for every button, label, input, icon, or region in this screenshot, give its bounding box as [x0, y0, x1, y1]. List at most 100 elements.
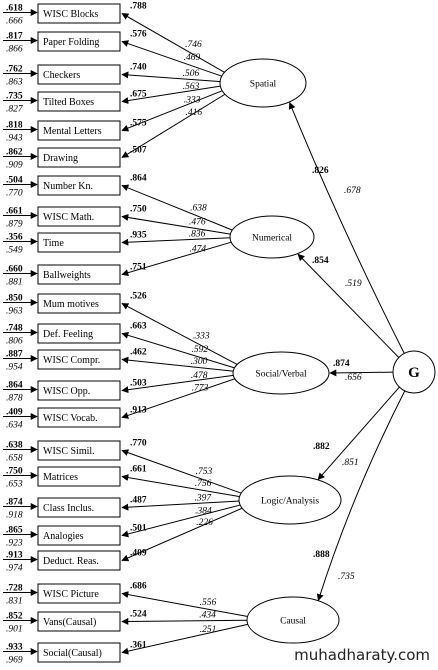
factor-label: Logic/Analysis	[261, 497, 319, 507]
error-variance-top: .887	[6, 350, 23, 360]
indicator-box	[37, 264, 121, 285]
g-loading-value: .826	[312, 166, 329, 176]
loading-value: .788	[130, 2, 147, 12]
g-path-value: .735	[338, 572, 355, 582]
error-variance-bottom: .827	[6, 105, 24, 115]
loading-arrow	[121, 40, 223, 77]
loading-value: .740	[130, 63, 147, 73]
indicator-label: Paper Folding	[43, 37, 99, 48]
loading-arrow	[121, 356, 235, 372]
error-variance-top: .750	[6, 467, 23, 477]
indicator-label: WISC Vocab.	[43, 413, 98, 424]
indicator-label: Time	[43, 238, 64, 249]
error-variance-top: .618	[6, 4, 23, 14]
error-variance-top: .762	[6, 65, 23, 75]
indicator-label: Deduct. Reas.	[43, 556, 99, 567]
loading-arrow	[121, 85, 222, 104]
error-variance-bottom: .901	[6, 625, 23, 635]
loading-value: .663	[130, 322, 147, 332]
error-variance-bottom: .974	[6, 564, 23, 574]
indicator-label: Mental Letters	[43, 126, 102, 137]
loading-value: .661	[130, 465, 147, 475]
indicator-label: Analogies	[43, 531, 84, 542]
error-variance-bottom: .943	[6, 134, 23, 144]
error-variance-top: .852	[6, 612, 23, 622]
error-variance-bottom: .770	[6, 189, 23, 199]
path-value: .592	[191, 345, 208, 355]
indicator-box	[37, 611, 121, 632]
indicator-box	[37, 3, 121, 24]
loading-arrow	[121, 374, 235, 394]
loading-value: .935	[130, 231, 147, 241]
error-variance-bottom: .954	[6, 363, 23, 373]
error-variance-top: .504	[6, 176, 23, 186]
loading-value: .686	[130, 582, 147, 592]
error-variance-top: .409	[6, 408, 23, 418]
path-value: .333	[184, 96, 201, 106]
path-value: .773	[192, 383, 209, 393]
g-path-value: .678	[344, 186, 361, 196]
indicator-box	[37, 349, 121, 370]
path-value: .836	[189, 230, 206, 240]
indicator-box	[37, 642, 121, 663]
indicator-label: Class Inclus.	[43, 503, 94, 514]
path-value: .753	[196, 467, 213, 477]
indicator-label: WISC Blocks	[43, 9, 98, 20]
g-loading-arrow-social	[329, 369, 394, 377]
g-path-value: .519	[345, 279, 362, 289]
g-loading-arrow-spatial	[288, 102, 405, 354]
loading-arrow	[121, 507, 244, 562]
indicator-box	[37, 583, 121, 604]
error-variance-top: .818	[6, 121, 23, 131]
factor-numerical-ellipse	[229, 215, 315, 259]
indicator-label: Drawing	[43, 153, 78, 164]
error-variance-top: .865	[6, 526, 23, 536]
error-variance-top: .748	[6, 324, 23, 334]
g-loading-value: .854	[312, 256, 329, 266]
indicator-label: Number Kn.	[43, 181, 93, 192]
path-value: .397	[194, 493, 212, 503]
g-loading-arrow-numerical	[297, 253, 400, 358]
indicator-label: WISC Compr.	[43, 355, 100, 366]
loading-value: .361	[130, 641, 147, 651]
loading-value: .576	[130, 30, 147, 40]
error-variance-bottom: .653	[6, 480, 23, 490]
error-variance-bottom: .866	[6, 45, 23, 55]
error-variance-top: .817	[6, 32, 23, 42]
path-value: .563	[183, 82, 200, 92]
loading-value: .864	[130, 174, 147, 184]
factor-label: Social/Verbal	[255, 370, 307, 380]
path-value: .756	[195, 479, 212, 489]
error-variance-bottom: .879	[6, 220, 23, 230]
indicator-label: WISC Simil.	[43, 446, 95, 457]
loading-value: .751	[130, 263, 147, 273]
g-loading-value: .882	[313, 442, 330, 452]
error-variance-bottom: .969	[6, 656, 23, 666]
factor-causal-ellipse	[246, 596, 340, 644]
error-variance-bottom: .634	[6, 421, 23, 431]
indicator-box	[37, 31, 121, 52]
general-factor-node	[392, 350, 436, 394]
error-variance-bottom: .831	[6, 597, 23, 607]
error-variance-bottom: .658	[6, 454, 23, 464]
path-value: .506	[183, 69, 200, 79]
loading-arrow	[121, 237, 231, 246]
path-value: .638	[190, 203, 207, 213]
indicator-box	[37, 206, 121, 227]
error-variance-top: .356	[6, 233, 23, 243]
loading-value: .526	[130, 292, 147, 302]
g-loading-value: .888	[313, 550, 330, 560]
error-variance-top: .933	[6, 643, 23, 653]
error-variance-top: .660	[6, 265, 23, 275]
loading-arrow	[121, 617, 248, 625]
indicator-label: Mum motives	[43, 299, 99, 310]
error-variance-top: .862	[6, 148, 23, 158]
error-variance-top: .864	[6, 381, 23, 391]
path-value: .226	[196, 518, 213, 528]
error-variance-bottom: .666	[6, 17, 23, 27]
indicator-box	[37, 497, 121, 518]
g-loading-arrow-logic	[317, 386, 400, 481]
indicator-label: Vans(Causal)	[43, 617, 96, 628]
loading-arrow	[121, 504, 242, 538]
